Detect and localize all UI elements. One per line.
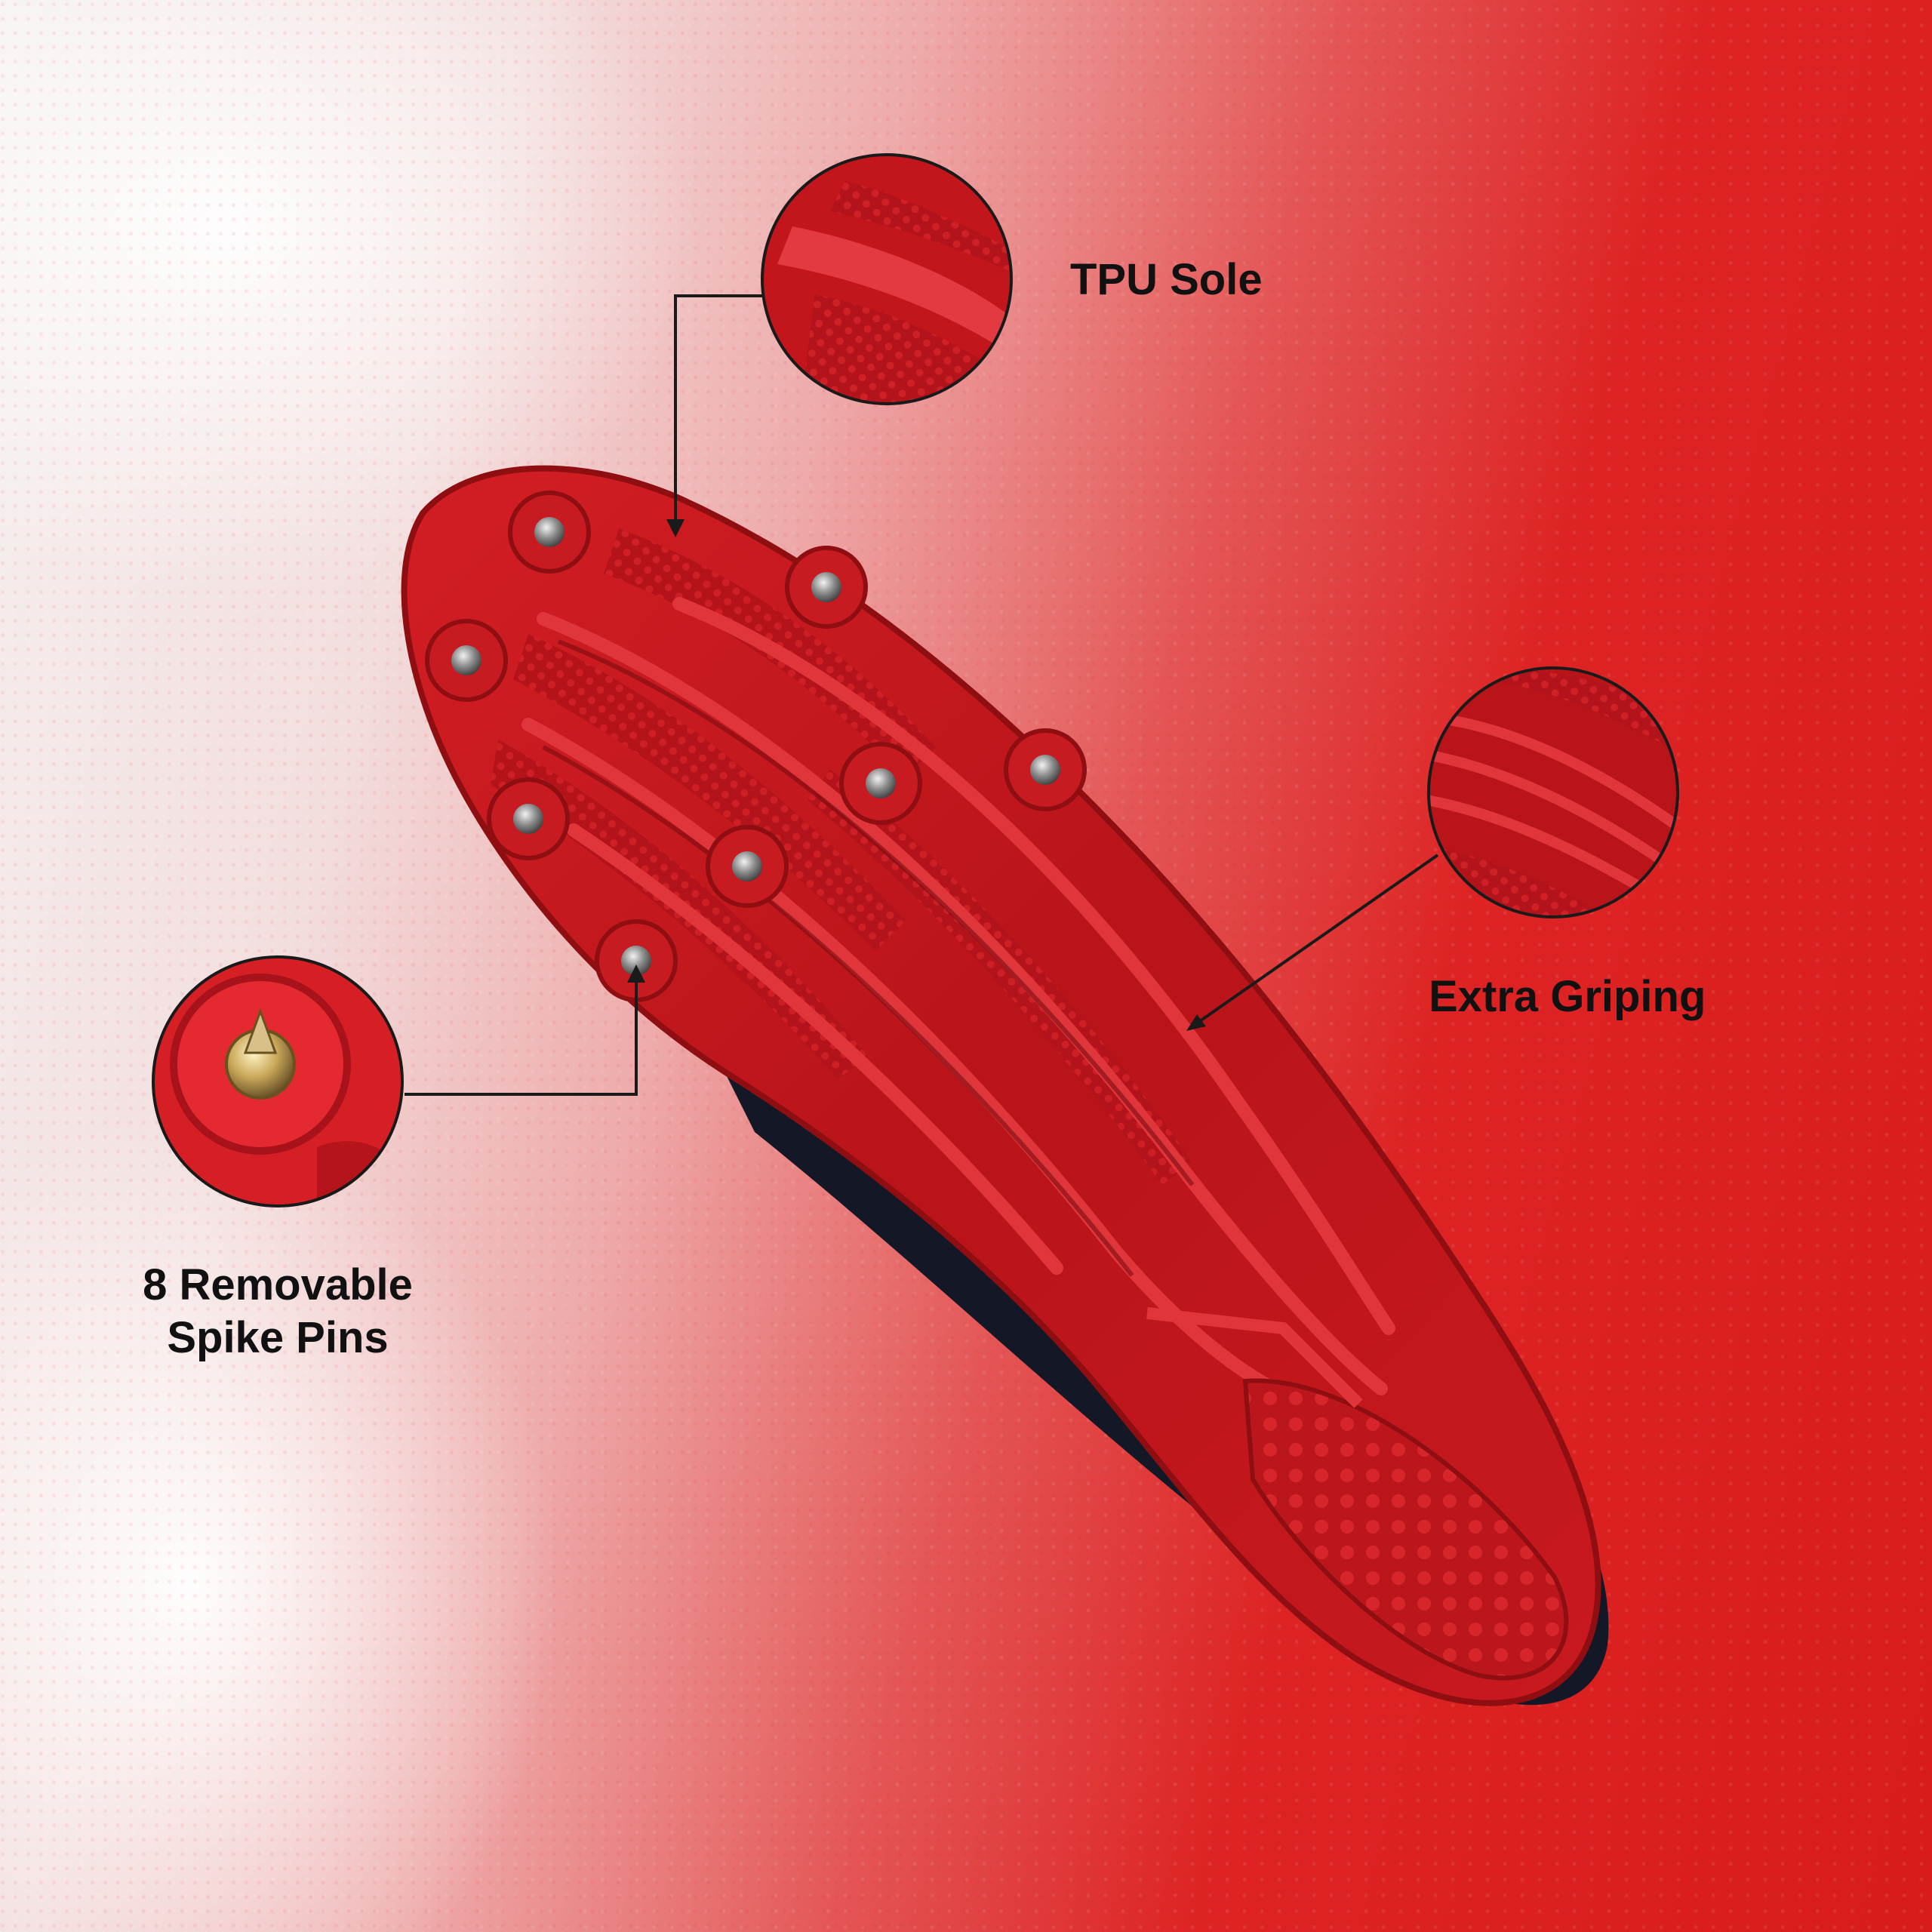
tpu-sole-label: TPU Sole [1070,255,1263,304]
spike-pin [595,919,678,1002]
spike-pin [487,777,570,860]
spike-pin [1004,728,1087,811]
spike-pin [508,491,591,574]
spike-pins-label-line2: Spike Pins [167,1313,389,1362]
heel-pad [1242,1378,1569,1681]
spike-pins-label: 8 Removable Spike Pins [127,1259,429,1364]
spike-pin [785,546,868,629]
spike-pin [839,742,922,825]
extra-griping-zoom-circle [1427,666,1679,918]
tpu-sole-zoom-circle [761,153,1013,405]
spike-pins-label-line1: 8 Removable [143,1260,413,1309]
spike-pin [425,619,508,702]
extra-griping-label: Extra Griping [1429,972,1706,1021]
spike-pin-zoom-circle [152,955,404,1208]
callout-lines [405,294,1439,1096]
spike-pin [706,825,789,908]
spike-pins [425,491,1087,1002]
